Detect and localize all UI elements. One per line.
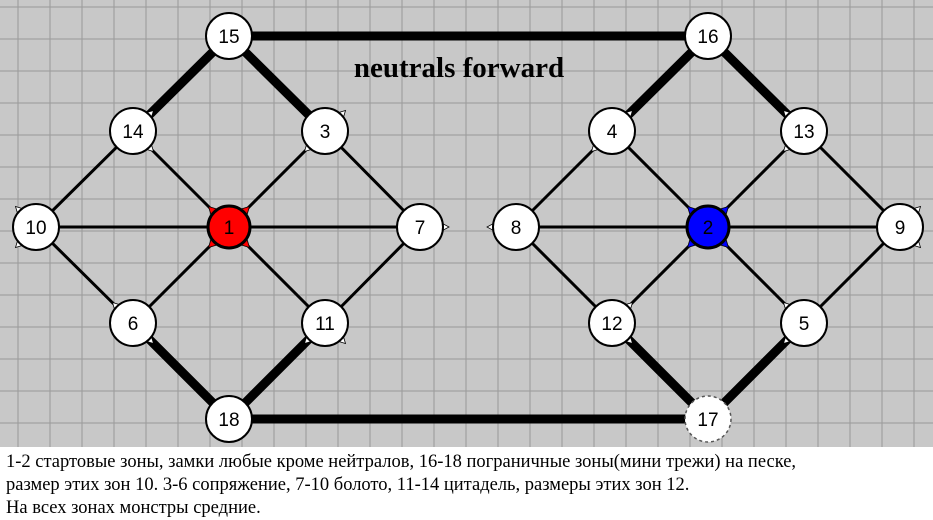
zone-circle	[780, 107, 828, 155]
zone-node-6: 6	[109, 299, 157, 347]
zone-label: 14	[122, 122, 144, 143]
zone-label: 2	[703, 218, 714, 239]
zone-label: 7	[415, 218, 426, 239]
map-description: 1-2 стартовые зоны, замки любые кроме не…	[0, 447, 933, 518]
zone-label: 13	[793, 122, 814, 143]
zone-node-17: 17	[684, 395, 732, 443]
zone-node-14: 14	[109, 107, 157, 155]
zone-label: 3	[320, 122, 331, 143]
zone-node-7: 7	[396, 203, 450, 251]
zone-label: 18	[218, 410, 239, 431]
zone-circle	[588, 107, 636, 155]
zone-label: 17	[697, 410, 718, 431]
zone-circle	[684, 12, 732, 60]
zone-node-3: 3	[301, 107, 349, 155]
zone-label: 8	[511, 218, 522, 239]
zone-circle	[109, 107, 157, 155]
zone-circle	[780, 299, 828, 347]
diagram-title: neutrals forward	[354, 52, 564, 84]
zone-node-4: 4	[588, 107, 636, 155]
zone-circle	[301, 107, 349, 155]
zone-node-9: 9	[876, 203, 924, 251]
zone-label: 15	[218, 27, 239, 48]
zone-label: 12	[601, 314, 622, 335]
zone-circle	[876, 203, 924, 251]
zone-circle	[685, 204, 731, 250]
zone-node-15: 15	[205, 12, 253, 60]
zone-label: 4	[607, 122, 618, 143]
zone-node-8: 8	[486, 203, 540, 251]
zone-circle	[492, 203, 540, 251]
zone-label: 10	[25, 218, 46, 239]
zone-node-12: 12	[588, 299, 636, 347]
zone-node-11: 11	[301, 299, 349, 347]
zone-circle	[205, 12, 253, 60]
zone-node-18: 18	[205, 395, 253, 443]
caption-line-2: размер этих зон 10. 3-6 сопряжение, 7-10…	[6, 475, 690, 495]
zone-node-10: 10	[12, 203, 60, 251]
zone-circle	[109, 299, 157, 347]
caption-line-3: На всех зонах монстры средние.	[6, 498, 261, 518]
zone-circle	[12, 203, 60, 251]
zone-circle	[205, 395, 253, 443]
zone-circle	[301, 299, 349, 347]
zone-circle	[396, 203, 444, 251]
zone-node-16: 16	[684, 12, 732, 60]
zone-node-13: 13	[780, 107, 828, 155]
zone-circle	[588, 299, 636, 347]
zone-node-5: 5	[780, 299, 828, 347]
zone-circle	[684, 395, 732, 443]
zone-node-1: 1	[206, 204, 252, 250]
zone-node-2: 2	[685, 204, 731, 250]
caption-line-1: 1-2 стартовые зоны, замки любые кроме не…	[6, 452, 797, 472]
zone-circle	[206, 204, 252, 250]
zone-label: 11	[315, 314, 335, 335]
zone-label: 1	[224, 218, 235, 239]
zone-label: 6	[128, 314, 139, 335]
zone-label: 5	[799, 314, 810, 335]
zone-label: 16	[697, 27, 718, 48]
zone-label: 9	[895, 218, 906, 239]
